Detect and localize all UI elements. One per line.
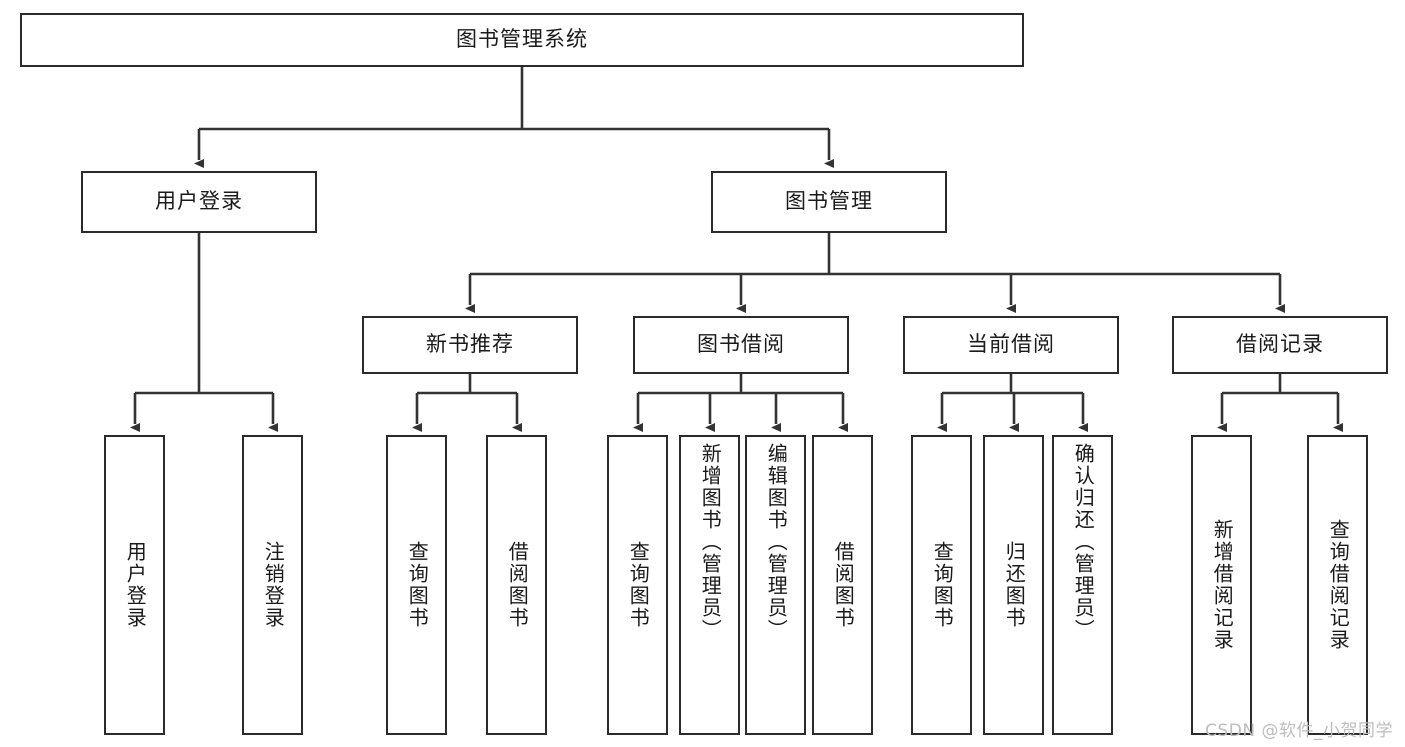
node-leaf-6[interactable]: 新增图书（管理员）	[679, 435, 740, 735]
node-label: 新书推荐	[426, 332, 514, 357]
node-label: 归还图书	[1002, 541, 1027, 629]
node-login[interactable]: 用户登录	[81, 171, 317, 233]
node-leaf-4[interactable]: 借阅图书	[486, 435, 547, 735]
node-label: 查询借阅记录	[1326, 519, 1351, 651]
node-label: 新增借阅记录	[1210, 519, 1235, 651]
node-label: 借阅记录	[1236, 332, 1324, 357]
node-leaf-5[interactable]: 查询图书	[607, 435, 668, 735]
node-leaf-8[interactable]: 借阅图书	[812, 435, 873, 735]
node-current[interactable]: 当前借阅	[903, 316, 1119, 374]
node-borrow[interactable]: 图书借阅	[633, 316, 849, 374]
node-leaf-9[interactable]: 查询图书	[911, 435, 972, 735]
node-label: 图书借阅	[697, 332, 785, 357]
node-leaf-3[interactable]: 查询图书	[386, 435, 447, 735]
node-label: 新增图书（管理员）	[698, 443, 723, 641]
node-leaf-12[interactable]: 新增借阅记录	[1191, 435, 1252, 735]
node-leaf-7[interactable]: 编辑图书（管理员）	[745, 435, 806, 735]
node-label: 查询图书	[405, 541, 430, 629]
node-label: 当前借阅	[967, 332, 1055, 357]
node-label: 图书管理	[785, 189, 873, 214]
node-label: 用户登录	[155, 189, 243, 214]
node-label: 用户登录	[123, 541, 148, 629]
node-leaf-2[interactable]: 注销登录	[242, 435, 303, 735]
node-label: 借阅图书	[831, 541, 856, 629]
node-leaf-10[interactable]: 归还图书	[983, 435, 1044, 735]
node-root[interactable]: 图书管理系统	[20, 13, 1024, 67]
node-label: 图书管理系统	[456, 27, 588, 52]
node-newbook[interactable]: 新书推荐	[362, 316, 578, 374]
node-records[interactable]: 借阅记录	[1172, 316, 1388, 374]
csdn-watermark: CSDN @软件_小贺同学	[1205, 721, 1393, 741]
node-leaf-13[interactable]: 查询借阅记录	[1307, 435, 1368, 735]
node-label: 注销登录	[261, 541, 286, 629]
node-leaf-1[interactable]: 用户登录	[104, 435, 165, 735]
node-bookmgmt[interactable]: 图书管理	[711, 171, 947, 233]
node-label: 确认归还（管理员）	[1071, 443, 1096, 641]
node-label: 查询图书	[626, 541, 651, 629]
node-leaf-11[interactable]: 确认归还（管理员）	[1052, 435, 1113, 735]
node-label: 编辑图书（管理员）	[764, 443, 789, 641]
node-label: 查询图书	[930, 541, 955, 629]
node-label: 借阅图书	[505, 541, 530, 629]
